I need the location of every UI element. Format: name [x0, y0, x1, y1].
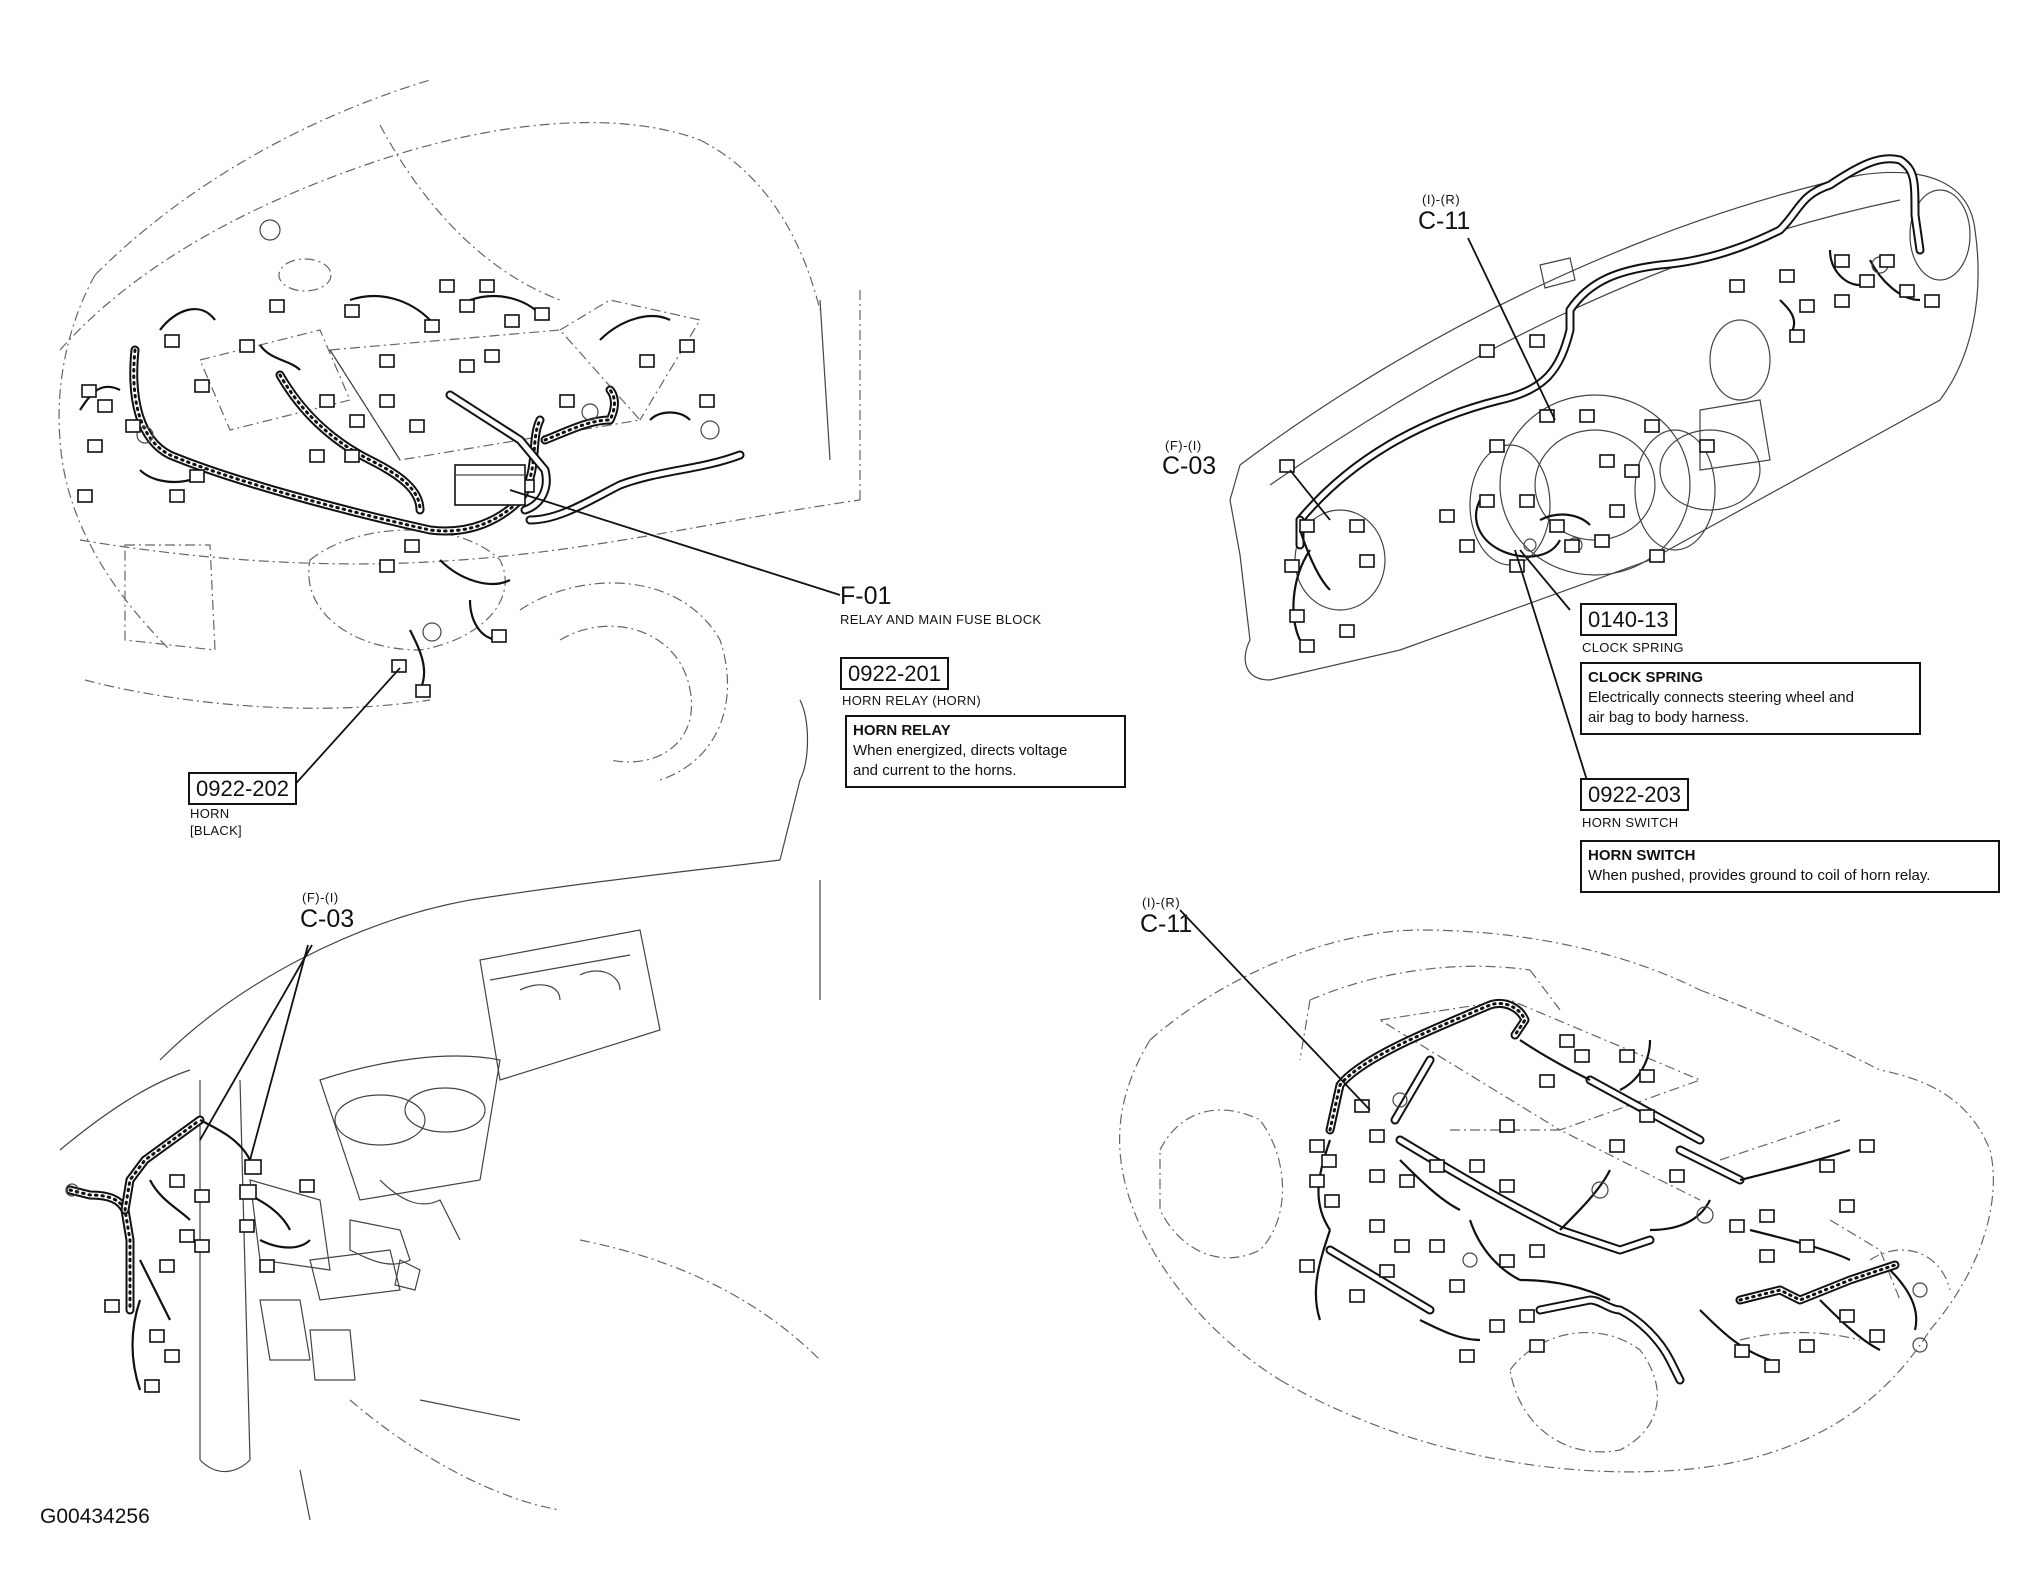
horn-relay-desc-title: HORN RELAY — [853, 722, 951, 739]
horn-switch-desc-line1: When pushed, provides ground to coil of … — [1588, 867, 1931, 884]
clock-spring-caption: CLOCK SPRING — [1582, 640, 1684, 655]
dash-c03-code: C-03 — [1162, 452, 1217, 480]
clock-spring-description: CLOCK SPRING Electrically connects steer… — [1580, 662, 1921, 735]
body-c11-code: C-11 — [1140, 910, 1193, 938]
figure-id: G00434256 — [40, 1505, 150, 1528]
dash-c11-code: C-11 — [1418, 207, 1471, 235]
horn-switch-description: HORN SWITCH When pushed, provides ground… — [1580, 840, 2000, 893]
engine-bay-view — [58, 79, 861, 791]
f01-code: F-01 — [840, 582, 892, 610]
clock-spring-desc-title: CLOCK SPRING — [1588, 669, 1704, 686]
horn-caption-line1: HORN — [190, 806, 230, 821]
clock-spring-code: 0140-13 — [1580, 603, 1677, 636]
horn-code: 0922-202 — [188, 772, 297, 805]
dashboard-view — [1229, 154, 1979, 791]
horn-relay-description: HORN RELAY When energized, directs volta… — [845, 715, 1126, 788]
horn-relay-code: 0922-201 — [840, 657, 949, 690]
horn-relay-desc-line2: and current to the horns. — [853, 762, 1017, 779]
interior-view — [59, 699, 821, 1521]
horn-switch-caption: HORN SWITCH — [1582, 815, 1679, 830]
horn-switch-desc-title: HORN SWITCH — [1588, 847, 1696, 864]
clock-spring-desc-line1: Electrically connects steering wheel and — [1588, 689, 1854, 706]
f01-caption: RELAY AND MAIN FUSE BLOCK — [840, 612, 1042, 627]
body-view — [1118, 909, 1994, 1473]
interior-c03-position: (F)-(I) — [302, 890, 339, 905]
clock-spring-desc-line2: air bag to body harness. — [1588, 709, 1749, 726]
horn-switch-code: 0922-203 — [1580, 778, 1689, 811]
body-c11-position: (I)-(R) — [1142, 895, 1181, 910]
dash-c11-position: (I)-(R) — [1422, 192, 1461, 207]
dash-c03-position: (F)-(I) — [1165, 438, 1202, 453]
horn-caption-line2: [BLACK] — [190, 823, 242, 838]
horn-relay-caption: HORN RELAY (HORN) — [842, 693, 981, 708]
interior-c03-code: C-03 — [300, 905, 355, 933]
horn-relay-desc-line1: When energized, directs voltage — [853, 742, 1068, 759]
